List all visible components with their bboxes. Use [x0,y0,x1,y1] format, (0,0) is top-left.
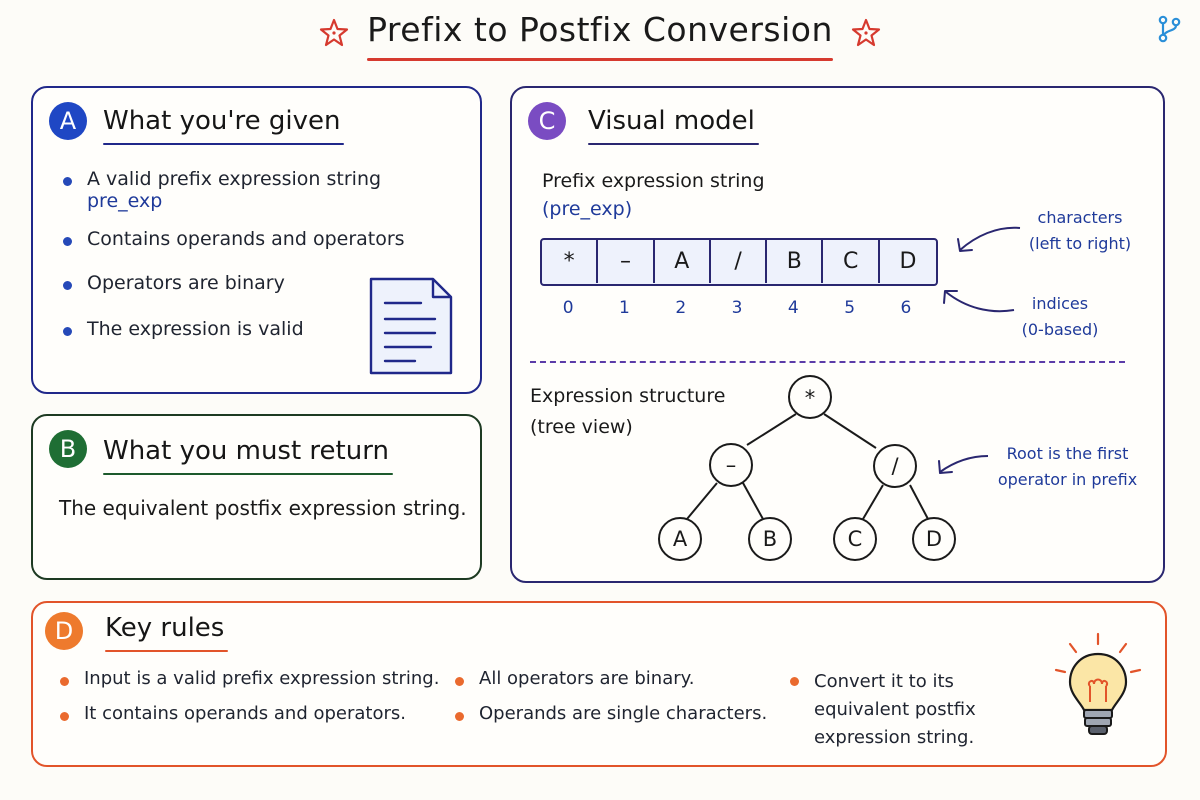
char-cell: D [899,249,917,274]
rule-text: Operands are single characters. [479,703,768,724]
tree-edge [746,413,797,446]
tree-label: Expression structure [530,385,726,407]
index-row: 0 1 2 3 4 5 6 [540,298,934,318]
list-item: The expression is valid [63,318,405,340]
tree-node-leaf [912,517,956,561]
tree-node-label: * [805,386,816,410]
section-key-rules: D Key rules [31,601,1167,767]
tree-edges [686,413,929,520]
note-line: Root is the first [1006,444,1129,463]
tree-node-leaf [833,517,877,561]
page-title: Prefix to Postfix Conversion [367,10,833,61]
badge-b: B [49,430,87,468]
rule-text: Convert it to its equivalent postfix exp… [814,671,976,748]
tree-edge [909,484,929,520]
char-cell: C [823,240,880,283]
note-line: indices [1031,294,1089,313]
given-list: A valid prefix expression string pre_exp… [63,168,405,340]
tree-node-label: – [726,453,737,477]
given-item-text: Operators are binary [87,272,285,294]
index-label: 3 [731,298,743,318]
section-c-heading: Visual model [588,106,759,145]
string-label: Prefix expression string [542,170,765,192]
return-description: The equivalent postfix expression string… [59,496,467,520]
rules-list-2: All operators are binary. Operands are s… [455,668,767,738]
badge-d: D [45,612,83,650]
title-group: Prefix to Postfix Conversion [319,10,881,61]
given-item-text: The expression is valid [87,318,304,340]
title-bar: Prefix to Postfix Conversion [0,10,1200,61]
characters-note: characters (left to right) [1010,205,1150,256]
tree-edge [823,413,877,449]
char-cell: B [767,240,824,283]
indices-note: indices (0-based) [1000,291,1120,342]
rule-text: It contains operands and operators. [84,703,406,724]
tree-edge [742,482,764,520]
tree-node-label: C [848,527,863,551]
badge-a: A [49,102,87,140]
list-item: All operators are binary. [455,668,767,689]
tree-node-label: A [673,527,688,551]
given-item-code: pre_exp [87,190,163,212]
note-line: characters [1037,208,1123,227]
section-visual-model: C Visual model [510,86,1165,583]
list-item: It contains operands and operators. [60,703,439,724]
tree-edge [686,482,718,520]
char-cell: – [598,240,655,283]
tree-node-leaf [658,517,702,561]
characters-arrow-icon [957,226,1021,252]
list-item: Contains operands and operators [63,228,405,250]
badge-c: C [528,102,566,140]
rules-list-3: Convert it to its equivalent postfix exp… [790,668,1030,766]
list-item: Operators are binary [63,272,405,294]
tree-sublabel: (tree view) [530,416,633,438]
tree-node-label: D [926,527,942,551]
note-line: operator in prefix [997,469,1138,489]
section-a-heading: What you're given [103,106,345,145]
root-arrow-icon [938,455,989,474]
list-item: Convert it to its equivalent postfix exp… [790,668,1030,752]
list-item: Input is a valid prefix expression strin… [60,668,439,689]
section-b-heading: What you must return [103,436,393,475]
rule-text: Input is a valid prefix expression strin… [84,668,440,689]
tree-node-root [788,375,832,419]
star-outline-icon [851,18,880,46]
rule-text: All operators are binary. [479,668,695,689]
rules-list-1: Input is a valid prefix expression strin… [60,668,439,738]
index-label: 0 [562,298,574,318]
given-item-text: A valid prefix expression string [87,168,382,190]
char-cell: / [711,240,768,283]
index-label: 1 [619,298,630,318]
section-return: B What you must return The equivalent po… [31,414,482,580]
index-label: 5 [844,298,856,318]
git-branch-icon[interactable] [1154,14,1184,44]
tree-node-right [873,444,917,488]
root-note: Root is the first operator in prefix [990,441,1145,492]
char-cell: A [655,240,711,283]
index-label: 6 [900,298,912,318]
index-label: 4 [787,298,799,318]
indices-arrow-icon [943,290,1015,313]
divider [530,361,1125,363]
list-item: Operands are single characters. [455,703,767,724]
note-line: (left to right) [1028,233,1132,253]
string-code: (pre_exp) [542,198,633,220]
expression-tree: * – / A B C D [658,375,956,561]
index-label: 2 [675,298,687,318]
character-strip: * – A / B C D [540,238,939,286]
tree-node-leaf [748,517,792,561]
document-icon [369,277,453,375]
given-item-text: Contains operands and operators [87,228,405,250]
list-item: A valid prefix expression string pre_exp [63,168,405,212]
section-given: A What you're given A valid prefix expre… [31,86,482,394]
tree-node-left [709,443,753,487]
note-line: (0-based) [1021,319,1099,339]
tree-node-label: B [763,527,777,551]
lightbulb-icon [1054,632,1142,735]
tree-edge [862,484,884,520]
section-d-heading: Key rules [105,613,229,652]
char-cell: * [542,240,599,283]
tree-node-label: / [891,454,899,478]
star-outline-icon [320,18,349,46]
